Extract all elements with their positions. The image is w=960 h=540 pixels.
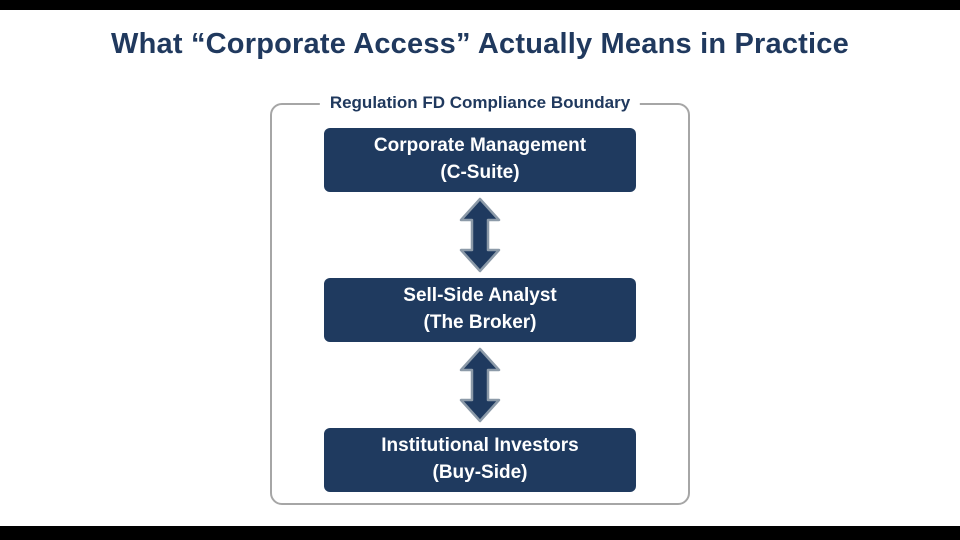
- node-sell-side-analyst: Sell-Side Analyst (The Broker): [324, 278, 636, 342]
- node-corporate-management: Corporate Management (C-Suite): [324, 128, 636, 192]
- double-arrow-icon: [457, 192, 503, 278]
- node-line2: (The Broker): [423, 312, 537, 333]
- slide-canvas: What “Corporate Access” Actually Means i…: [0, 10, 960, 526]
- node-line1: Sell-Side Analyst: [403, 285, 557, 307]
- node-line1: Corporate Management: [373, 135, 587, 157]
- regulation-fd-boundary: Regulation FD Compliance Boundary Corpor…: [270, 93, 690, 505]
- node-line2: (C-Suite): [440, 162, 520, 183]
- double-arrow-icon: [457, 342, 503, 428]
- page-title: What “Corporate Access” Actually Means i…: [111, 28, 849, 60]
- node-line1: Institutional Investors: [381, 435, 579, 457]
- boundary-label: Regulation FD Compliance Boundary: [319, 93, 641, 113]
- node-institutional-investors: Institutional Investors (Buy-Side): [324, 428, 636, 492]
- node-line2: (Buy-Side): [432, 462, 528, 483]
